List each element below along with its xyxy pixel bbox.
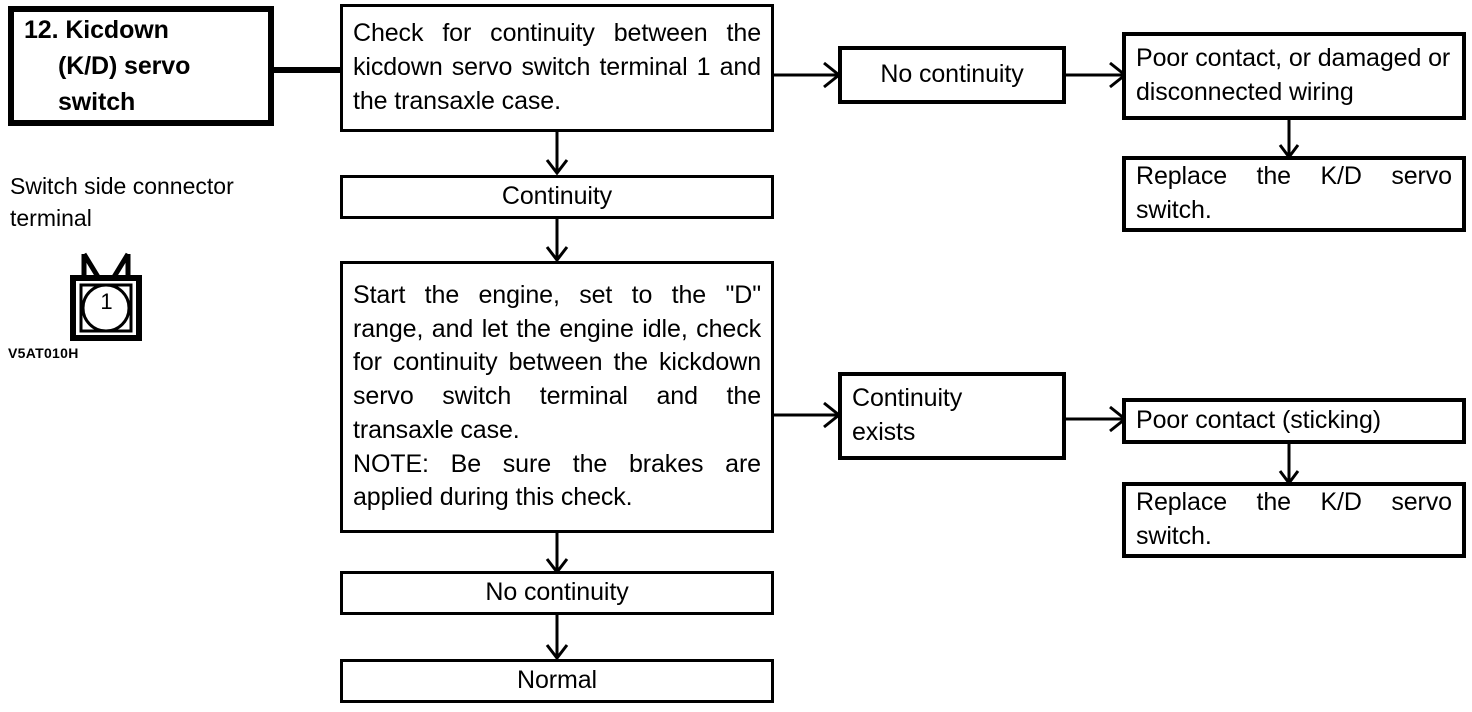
title-line-1: 12. xyxy=(24,15,59,44)
step-start-engine: Start the engine, set to the "D" range, … xyxy=(340,261,774,533)
branch-mid-cause-text: Poor contact (sticking) xyxy=(1136,406,1382,435)
step-start-engine-text: Start the engine, set to the "D" range, … xyxy=(353,280,761,512)
step-check-continuity-text: Check for continuity between the kicdown… xyxy=(353,19,761,115)
branch-top-action: Replace the K/D servo switch. xyxy=(1122,156,1466,232)
arrow-start-to-branch-continuity-exists xyxy=(774,401,842,429)
branch-mid-action-text: Replace the K/D servo switch. xyxy=(1136,488,1452,550)
branch-mid-condition: Continuity exists xyxy=(838,372,1066,460)
connector-terminal-icon-svg xyxy=(70,252,142,341)
branch-top-condition-text: No continuity xyxy=(880,60,1024,89)
arrow-start-to-nocontinuity xyxy=(545,533,569,575)
branch-top-action-text: Replace the K/D servo switch. xyxy=(1136,162,1452,224)
step-no-continuity: No continuity xyxy=(340,571,774,615)
arrow-check-to-continuity xyxy=(545,132,569,176)
figure-code: V5AT010H xyxy=(8,345,79,361)
arrow-continuity-to-start xyxy=(545,219,569,263)
branch-top-cause: Poor contact, or damaged or disconnected… xyxy=(1122,32,1466,120)
arrow-branch-mid-condition-to-cause xyxy=(1066,405,1128,433)
branch-top-cause-text: Poor contact, or damaged or disconnected… xyxy=(1136,44,1451,106)
step-no-continuity-text: No continuity xyxy=(485,578,629,607)
step-normal-text: Normal xyxy=(517,666,597,695)
title-box-text: 12. Kicdown (K/D) servo switch xyxy=(24,12,258,121)
title-line-1b: Kicdown xyxy=(65,15,169,44)
title-line-2: (K/D) servo xyxy=(58,51,191,80)
arrow-branch-mid-cause-to-action xyxy=(1278,444,1300,486)
step-continuity: Continuity xyxy=(340,175,774,219)
branch-mid-action: Replace the K/D servo switch. xyxy=(1122,482,1466,558)
step-check-continuity: Check for continuity between the kicdown… xyxy=(340,4,774,132)
arrow-nocontinuity-to-normal xyxy=(545,615,569,661)
sidebar-caption: Switch side connector terminal xyxy=(10,173,234,232)
branch-mid-cause: Poor contact (sticking) xyxy=(1122,398,1466,444)
connector-title-to-check xyxy=(274,67,342,73)
connector-terminal-icon: 1 xyxy=(64,250,150,347)
title-line-3: switch xyxy=(58,88,136,117)
arrow-check-to-branch-nocontinuity xyxy=(774,61,842,89)
branch-top-condition: No continuity xyxy=(838,46,1066,104)
arrow-branch-top-condition-to-cause xyxy=(1066,61,1128,89)
arrow-branch-top-cause-to-action xyxy=(1278,120,1300,160)
step-continuity-text: Continuity xyxy=(501,182,613,211)
title-box: 12. Kicdown (K/D) servo switch xyxy=(8,6,274,126)
step-normal: Normal xyxy=(340,659,774,703)
branch-mid-condition-text: Continuity exists xyxy=(852,384,963,446)
